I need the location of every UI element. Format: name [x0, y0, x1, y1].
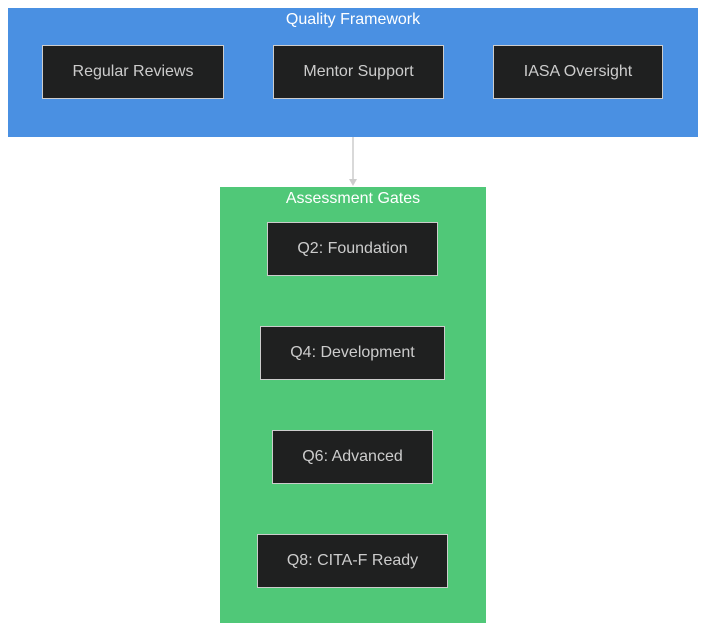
node-mentor-support: Mentor Support: [273, 45, 444, 99]
node-regular-reviews: Regular Reviews: [42, 45, 224, 99]
node-q8-cita-f-ready: Q8: CITA-F Ready: [257, 534, 448, 588]
node-iasa-oversight: IASA Oversight: [493, 45, 663, 99]
node-q4-development: Q4: Development: [260, 326, 445, 380]
quality-framework-title: Quality Framework: [285, 11, 421, 28]
arrowhead-icon: [349, 179, 357, 186]
node-q6-advanced: Q6: Advanced: [272, 430, 433, 484]
assessment-gates-title: Assessment Gates: [285, 190, 421, 207]
node-q2-foundation: Q2: Foundation: [267, 222, 438, 276]
